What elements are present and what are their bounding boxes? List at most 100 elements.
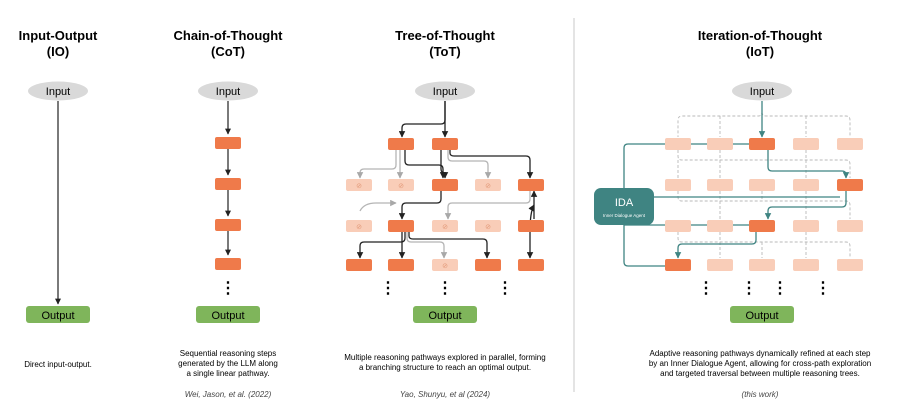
panel-description-line: Adaptive reasoning pathways dynamically … xyxy=(649,349,871,358)
thought-node-candidate xyxy=(793,259,819,271)
panel-description-line: Sequential reasoning steps xyxy=(180,349,277,358)
thought-node-candidate xyxy=(793,179,819,191)
panel-description-line: generated by the LLM along xyxy=(178,359,278,368)
citation: Yao, Shunyu, et al (2024) xyxy=(400,390,490,399)
panel-title: Input-Output xyxy=(19,28,98,43)
thought-node-active xyxy=(749,220,775,232)
thought-node-candidate xyxy=(707,220,733,232)
thought-node-rejected xyxy=(432,259,458,271)
tree-edge xyxy=(449,150,534,179)
ellipsis: ⋮ xyxy=(698,280,714,297)
panel-description-line: Direct input-output. xyxy=(24,360,92,369)
input-node xyxy=(732,81,792,101)
tree-edge xyxy=(408,232,491,259)
thought-node-rejected xyxy=(346,220,372,232)
thought-node-candidate xyxy=(665,138,691,150)
input-label: Input xyxy=(433,86,457,98)
panel-description-line: Multiple reasoning pathways explored in … xyxy=(344,353,545,362)
input-label: Input xyxy=(216,86,240,98)
thought-node xyxy=(215,219,241,231)
output-label: Output xyxy=(211,310,244,322)
rejected-icon: ⊘ xyxy=(442,224,448,231)
panel-tot: Tree-of-Thought (ToT) Input xyxy=(344,28,545,399)
output-node xyxy=(196,306,260,323)
tree-edges xyxy=(356,101,538,259)
ida-sublabel: Inner Dialogue Agent xyxy=(603,213,646,218)
rejected-icon: ⊘ xyxy=(485,183,491,190)
ida-label: IDA xyxy=(615,197,634,209)
output-node xyxy=(26,306,90,323)
rejected-icon: ⊘ xyxy=(356,224,362,231)
thought-node xyxy=(215,137,241,149)
thought-node-candidate xyxy=(707,259,733,271)
rejected-icon: ⊘ xyxy=(356,183,362,190)
ellipsis: ⋮ xyxy=(437,280,453,297)
tree-edge xyxy=(447,150,492,179)
thought-node-candidate xyxy=(665,179,691,191)
thought-node-candidate xyxy=(665,220,691,232)
panel-io: Input-Output (IO) Input Output Direct in… xyxy=(19,28,98,369)
thought-node-candidate xyxy=(837,138,863,150)
thought-node-candidate xyxy=(749,179,775,191)
citation: Wei, Jason, et al. (2022) xyxy=(185,390,272,399)
panel-subtitle: (IO) xyxy=(47,44,69,59)
ellipsis: ⋮ xyxy=(380,280,396,297)
panel-cot: Chain-of-Thought (CoT) Input ⋮ Output Se… xyxy=(173,28,283,399)
tree-edge xyxy=(359,199,397,212)
thought-node xyxy=(518,179,544,191)
input-node xyxy=(28,81,88,101)
thought-node-active xyxy=(665,259,691,271)
ellipsis: ⋮ xyxy=(741,280,757,297)
thought-node-rejected xyxy=(475,220,501,232)
ellipsis: ⋮ xyxy=(815,280,831,297)
panel-description-line: and targeted traversal between multiple … xyxy=(660,369,860,378)
citation: (this work) xyxy=(742,390,779,399)
panel-iot: Iteration-of-Thought (IoT) Input xyxy=(594,28,871,399)
thought-node-candidate xyxy=(837,220,863,232)
thought-node xyxy=(475,259,501,271)
tree-edge xyxy=(406,232,448,259)
rejected-icon: ⊘ xyxy=(442,263,448,270)
panel-title: Chain-of-Thought xyxy=(173,28,283,43)
panel-title: Tree-of-Thought xyxy=(395,28,495,43)
thought-node-rejected xyxy=(475,179,501,191)
tree-edge xyxy=(398,101,446,138)
ida-box xyxy=(594,188,654,225)
thought-node-candidate xyxy=(793,138,819,150)
tree-edge xyxy=(444,191,531,220)
tree-edge xyxy=(404,150,447,179)
thought-node-candidate xyxy=(749,259,775,271)
ellipsis: ⋮ xyxy=(220,280,236,297)
panel-description-line: by an Inner Dialogue Agent, allowing for… xyxy=(649,359,871,368)
tree-edge xyxy=(440,150,449,179)
ellipsis: ⋮ xyxy=(497,280,513,297)
panel-description-line: a single linear pathway. xyxy=(186,369,269,378)
thought-node xyxy=(432,138,458,150)
thought-node xyxy=(215,258,241,270)
thought-node xyxy=(518,259,544,271)
output-label: Output xyxy=(41,310,74,322)
thought-node-rejected xyxy=(346,179,372,191)
rejected-icon: ⊘ xyxy=(485,224,491,231)
output-label: Output xyxy=(428,310,461,322)
thought-node-candidate xyxy=(837,259,863,271)
panel-title: Iteration-of-Thought xyxy=(698,28,823,43)
panel-subtitle: (CoT) xyxy=(211,44,245,59)
input-node xyxy=(198,81,258,101)
thought-node xyxy=(432,179,458,191)
output-node xyxy=(413,306,477,323)
thought-node-active xyxy=(837,179,863,191)
ellipsis: ⋮ xyxy=(772,280,788,297)
tree-edge xyxy=(356,150,397,179)
panel-subtitle: (IoT) xyxy=(746,44,774,59)
thought-node xyxy=(388,138,414,150)
thought-node-active xyxy=(749,138,775,150)
thought-node xyxy=(346,259,372,271)
thought-node xyxy=(518,220,544,232)
output-label: Output xyxy=(745,310,778,322)
input-label: Input xyxy=(46,86,70,98)
panel-subtitle: (ToT) xyxy=(429,44,461,59)
thought-node-candidate xyxy=(793,220,819,232)
input-node xyxy=(415,81,475,101)
